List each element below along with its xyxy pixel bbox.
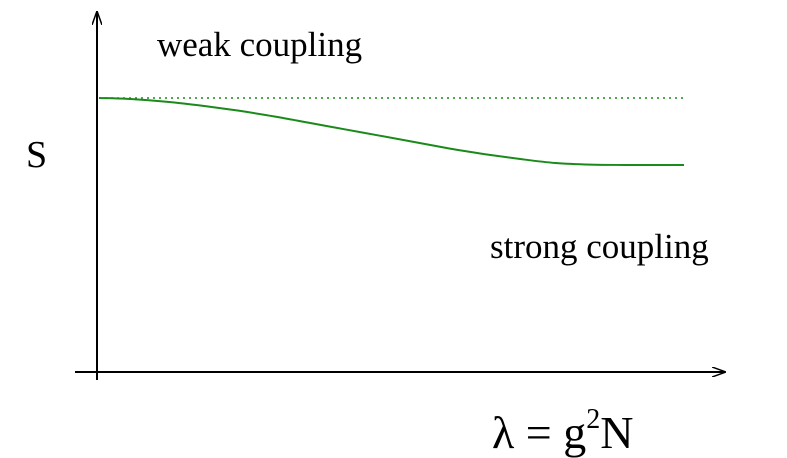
weak-coupling-label: weak coupling: [157, 25, 362, 64]
x-axis-label-base: λ = g: [492, 407, 586, 458]
x-axis-label-tail: N: [600, 407, 633, 458]
x-axis-label: λ = g2N: [492, 404, 633, 458]
strong-coupling-label: strong coupling: [490, 227, 709, 266]
entropy-curve: [98, 97, 684, 167]
x-axis-label-superscript: 2: [586, 404, 600, 435]
y-axis-label: S: [26, 134, 47, 176]
